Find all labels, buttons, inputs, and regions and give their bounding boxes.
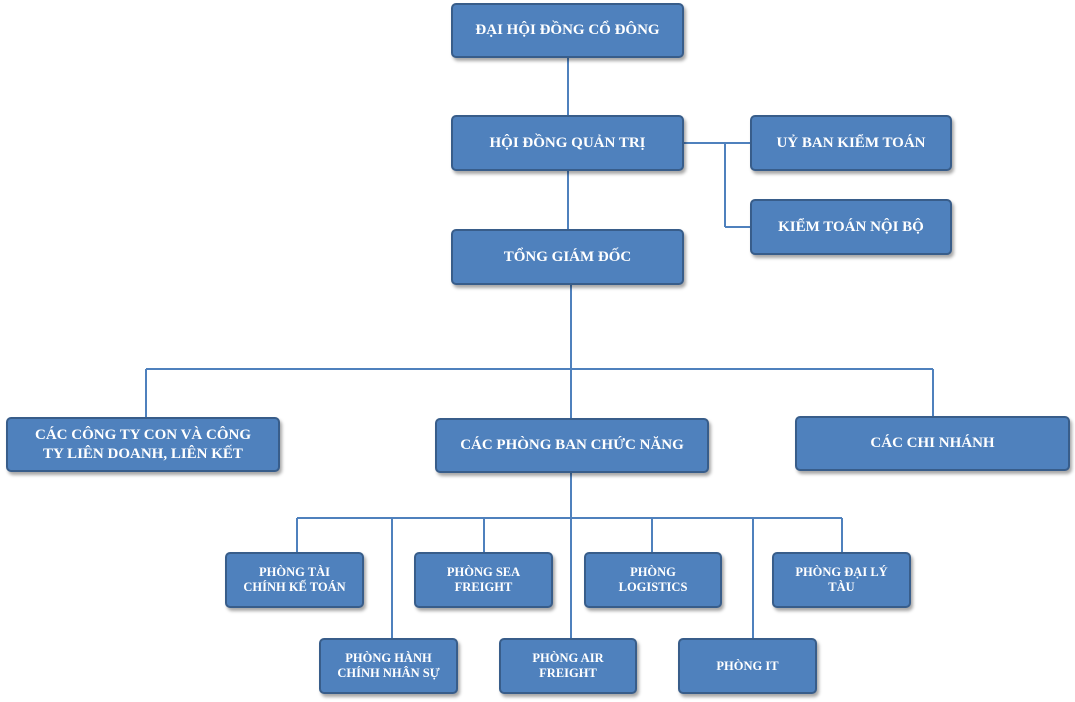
node-phong-dai-ly-tau: PHÒNG ĐẠI LÝ TÀU bbox=[772, 552, 911, 608]
node-phong-air-freight: PHÒNG AIR FREIGHT bbox=[499, 638, 637, 694]
node-phong-sea-freight: PHÒNG SEA FREIGHT bbox=[414, 552, 553, 608]
node-hoi-dong-quan-tri: HỘI ĐỒNG QUẢN TRỊ bbox=[451, 115, 684, 171]
node-phong-tai-chinh: PHÒNG TÀI CHÍNH KẾ TOÁN bbox=[225, 552, 364, 608]
node-chi-nhanh: CÁC CHI NHÁNH bbox=[795, 416, 1070, 471]
node-uy-ban-kiem-toan: UỶ BAN KIỂM TOÁN bbox=[750, 115, 952, 171]
node-kiem-toan-noi-bo: KIỂM TOÁN NỘI BỘ bbox=[750, 199, 952, 255]
node-phong-hanh-chinh: PHÒNG HÀNH CHÍNH NHÂN SỰ bbox=[319, 638, 458, 694]
node-phong-it: PHÒNG IT bbox=[678, 638, 817, 694]
node-dai-hoi-dong-co-dong: ĐẠI HỘI ĐỒNG CỔ ĐÔNG bbox=[451, 3, 684, 58]
node-cong-ty-con: CÁC CÔNG TY CON VÀ CÔNG TY LIÊN DOANH, L… bbox=[6, 417, 280, 472]
node-phong-logistics: PHÒNG LOGISTICS bbox=[584, 552, 722, 608]
node-phong-ban-chuc-nang: CÁC PHÒNG BAN CHỨC NĂNG bbox=[435, 418, 709, 473]
node-tong-giam-doc: TỔNG GIÁM ĐỐC bbox=[451, 229, 684, 285]
